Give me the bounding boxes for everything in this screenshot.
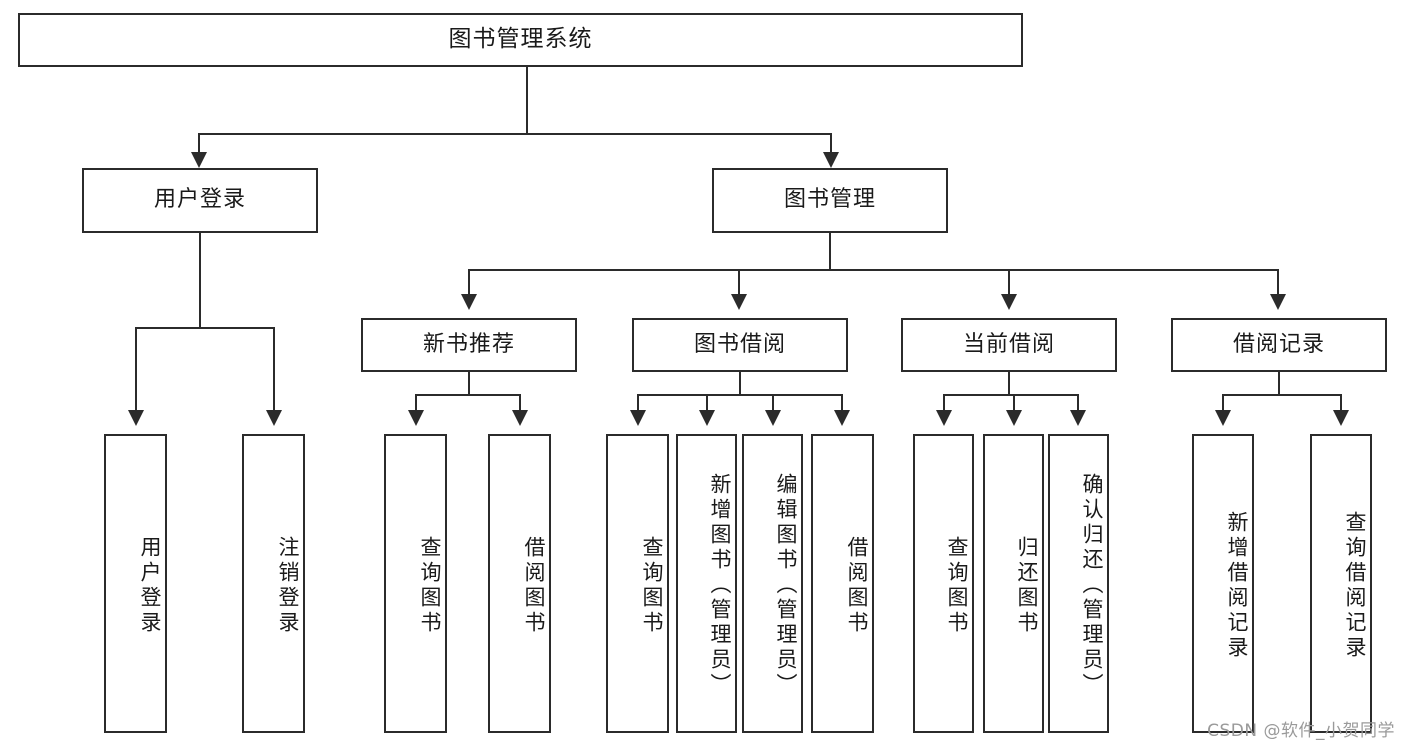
arrowhead-leaf-add-record [1215,410,1231,426]
leaf-borrow-book-borrow[interactable]: 借阅图书 [811,434,874,733]
arrowhead-leaf-user-login [128,410,144,426]
node-borrow-record[interactable]: 借阅记录 [1171,318,1387,372]
connector-current-borrow-drop-1 [943,394,945,413]
arrowhead-leaf-edit-book [765,410,781,426]
connector-new-book-stem [468,372,470,396]
arrowhead-leaf-query-book-a [408,410,424,426]
leaf-query-book-borrow[interactable]: 查询图书 [606,434,669,733]
node-label: 归还图书 [1015,535,1039,636]
node-user-login[interactable]: 用户登录 [82,168,318,233]
node-label: 编辑图书（管理员） [774,473,798,698]
connector-book-mgmt-drop-1 [468,269,470,297]
node-label: 当前借阅 [962,331,1055,357]
node-book-management[interactable]: 图书管理 [712,168,948,233]
arrowhead-leaf-return-book [1006,410,1022,426]
connector-book-mgmt-stem [829,233,831,271]
leaf-add-book-admin[interactable]: 新增图书（管理员） [676,434,737,733]
connector-new-book-drop-2 [519,394,521,413]
connector-book-borrow-drop-2 [706,394,708,413]
connector-new-book-drop-1 [415,394,417,413]
connector-book-borrow-bus [637,394,843,396]
leaf-return-book[interactable]: 归还图书 [983,434,1044,733]
arrowhead-current-borrow [1001,294,1017,310]
node-label: 查询图书 [418,535,442,636]
connector-borrow-record-drop-2 [1340,394,1342,413]
leaf-user-login[interactable]: 用户登录 [104,434,167,733]
arrowhead-leaf-add-book [699,410,715,426]
arrowhead-book-borrow [731,294,747,310]
arrowhead-leaf-logout [266,410,282,426]
connector-root-stem [526,67,528,134]
connector-borrow-record-stem [1278,372,1280,396]
leaf-borrow-book-recommend[interactable]: 借阅图书 [488,434,551,733]
arrowhead-user-login [191,152,207,168]
connector-current-borrow-bus [943,394,1078,396]
connector-current-borrow-stem [1008,372,1010,396]
node-label: 查询图书 [945,535,969,636]
connector-root-to-user-login [198,133,200,155]
arrowhead-book-mgmt [823,152,839,168]
arrowhead-leaf-borrow-book-b [834,410,850,426]
connector-book-mgmt-drop-2 [738,269,740,297]
node-label: 借阅图书 [845,535,869,636]
node-label: 新增图书（管理员） [708,473,732,698]
connector-root-to-book-mgmt [830,133,832,155]
csdn-watermark: CSDN @软件_小贺同学 [1207,721,1395,741]
leaf-logout[interactable]: 注销登录 [242,434,305,733]
connector-root-bus [198,133,832,135]
connector-borrow-record-drop-1 [1222,394,1224,413]
node-book-borrow[interactable]: 图书借阅 [632,318,848,372]
arrowhead-new-book-recommend [461,294,477,310]
connector-book-borrow-drop-3 [772,394,774,413]
connector-book-borrow-drop-1 [637,394,639,413]
node-label: 确认归还（管理员） [1080,473,1104,698]
connector-user-login-drop-1 [135,327,137,413]
node-label: 用户登录 [138,535,162,636]
node-label: 查询图书 [640,535,664,636]
node-label: 用户登录 [153,187,246,213]
node-label: 借阅记录 [1232,331,1325,357]
node-root-system[interactable]: 图书管理系统 [18,13,1023,67]
connector-current-borrow-drop-3 [1077,394,1079,413]
node-label: 新增借阅记录 [1225,510,1249,661]
connector-borrow-record-bus [1222,394,1341,396]
node-label: 注销登录 [276,535,300,636]
node-current-borrow[interactable]: 当前借阅 [901,318,1117,372]
leaf-confirm-return-admin[interactable]: 确认归还（管理员） [1048,434,1109,733]
arrowhead-borrow-record [1270,294,1286,310]
leaf-query-book-current[interactable]: 查询图书 [913,434,974,733]
node-label: 图书管理 [783,187,876,213]
leaf-add-borrow-record[interactable]: 新增借阅记录 [1192,434,1254,733]
connector-book-mgmt-drop-3 [1008,269,1010,297]
node-label: 借阅图书 [522,535,546,636]
connector-user-login-stem [199,233,201,328]
arrowhead-leaf-query-book-b [630,410,646,426]
arrowhead-leaf-query-book-c [936,410,952,426]
connector-user-login-bus [135,327,275,329]
connector-current-borrow-drop-2 [1013,394,1015,413]
connector-user-login-drop-2 [273,327,275,413]
arrowhead-leaf-query-record [1333,410,1349,426]
connector-new-book-bus [415,394,521,396]
arrowhead-leaf-confirm-return [1070,410,1086,426]
leaf-query-book-recommend[interactable]: 查询图书 [384,434,447,733]
arrowhead-leaf-borrow-book-a [512,410,528,426]
connector-book-borrow-drop-4 [841,394,843,413]
node-label: 新书推荐 [422,331,515,357]
connector-book-mgmt-bus [468,269,1279,271]
connector-book-mgmt-drop-4 [1277,269,1279,297]
connector-book-borrow-stem [739,372,741,396]
node-label: 图书管理系统 [448,26,593,53]
leaf-query-borrow-record[interactable]: 查询借阅记录 [1310,434,1372,733]
node-label: 图书借阅 [693,331,786,357]
leaf-edit-book-admin[interactable]: 编辑图书（管理员） [742,434,803,733]
node-label: 查询借阅记录 [1343,510,1367,661]
node-new-book-recommend[interactable]: 新书推荐 [361,318,577,372]
